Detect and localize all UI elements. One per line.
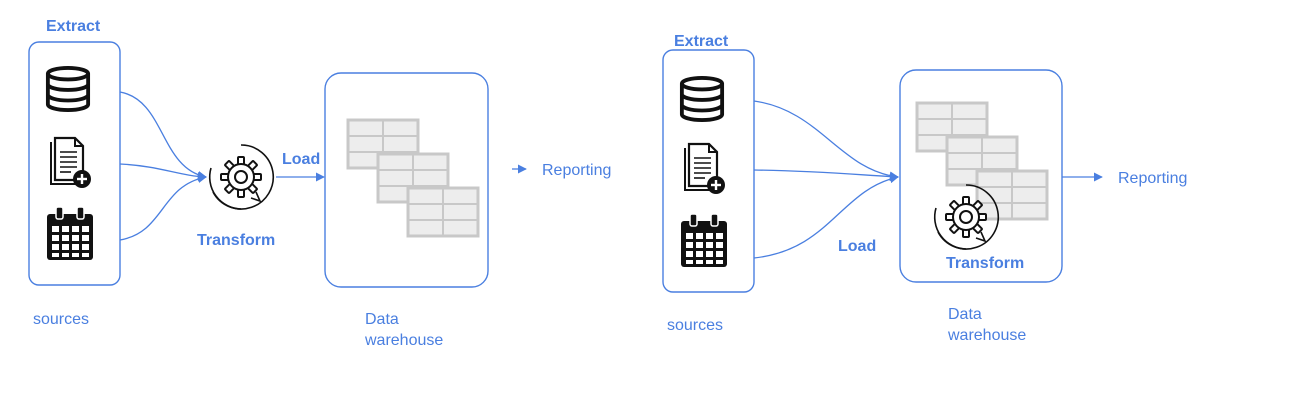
gear-cycle-icon [208,143,275,210]
elt-flow-database [753,100,899,181]
elt-warehouse-label-line1: Data [948,306,982,323]
elt-diagram: Extract sources Load Transform Data ware… [662,33,1187,344]
etl-warehouse-label-line1: Data [365,311,399,328]
elt-flow-document [753,169,899,182]
etl-reporting-label: Reporting [542,162,611,179]
etl-diagram: Extract sources Transform Load Data ware… [28,18,611,349]
calendar-icon [680,213,728,268]
elt-load-label: Load [838,238,876,255]
etl-extract-label: Extract [46,18,101,35]
elt-reporting-label: Reporting [1118,170,1187,187]
elt-transform-label: Transform [946,255,1024,272]
elt-flow-calendar [753,174,899,259]
etl-flow-calendar [119,174,207,241]
etl-flow-document [119,163,207,182]
calendar-icon [46,206,94,261]
etl-flow-database [119,91,207,180]
elt-sources-label: sources [667,317,723,334]
etl-load-label: Load [282,151,320,168]
etl-warehouse-label-line2: warehouse [364,332,443,349]
elt-warehouse-label-line2: warehouse [947,327,1026,344]
etl-transform-label: Transform [197,232,275,249]
etl-sources-label: sources [33,311,89,328]
elt-extract-label: Extract [674,33,729,50]
